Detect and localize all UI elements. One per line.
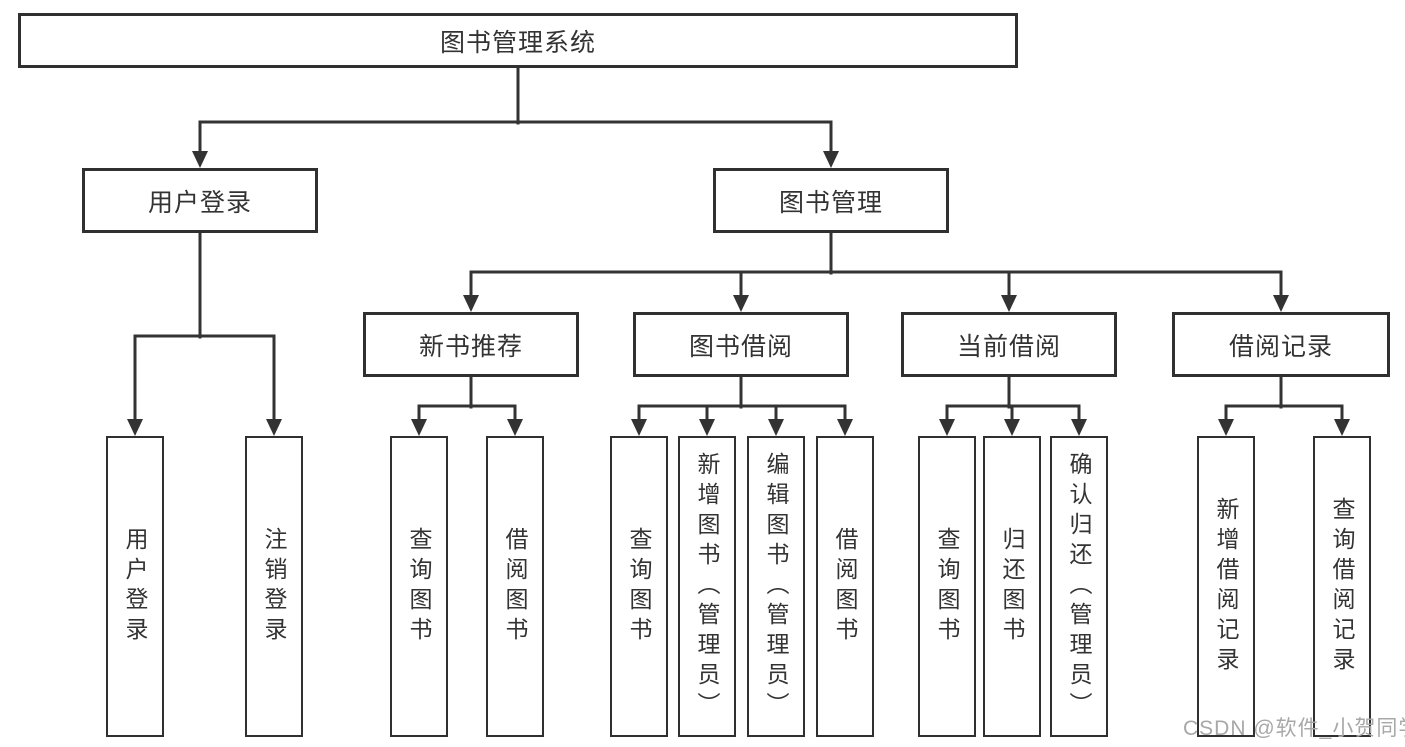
node-edit-book-admin: 编辑图书（管理员） — [747, 436, 805, 737]
node-borrow-books: 借阅图书 — [816, 436, 874, 737]
node-current-borrowing: 当前借阅 — [901, 312, 1117, 377]
node-label: 查询图书 — [626, 526, 652, 647]
node-user-login-branch: 用户登录 — [82, 168, 318, 233]
node-query-borrow-record: 查询借阅记录 — [1313, 436, 1371, 737]
node-label: 用户登录 — [122, 526, 148, 647]
node-label: 新增图书（管理员） — [694, 451, 720, 722]
node-add-book-admin: 新增图书（管理员） — [678, 436, 736, 737]
csdn-watermark: CSDN @软件_小贺同学 — [1183, 717, 1405, 740]
node-label: 归还图书 — [999, 526, 1025, 647]
node-book-borrowing: 图书借阅 — [633, 312, 849, 377]
node-borrow-books-recommend: 借阅图书 — [486, 436, 544, 737]
node-label: 借阅图书 — [502, 526, 528, 647]
node-confirm-return-admin: 确认归还（管理员） — [1050, 436, 1108, 737]
node-label: 注销登录 — [261, 526, 287, 647]
node-add-borrow-record: 新增借阅记录 — [1197, 436, 1255, 737]
node-query-books-borrowing: 查询图书 — [610, 436, 668, 737]
node-return-books: 归还图书 — [983, 436, 1041, 737]
node-label: 查询图书 — [406, 526, 432, 647]
node-label: 编辑图书（管理员） — [763, 451, 789, 722]
node-query-books-current: 查询图书 — [918, 436, 976, 737]
node-logout: 注销登录 — [245, 436, 303, 737]
node-borrowing-records: 借阅记录 — [1172, 312, 1390, 377]
arrowheads — [127, 151, 1350, 436]
node-label: 查询借阅记录 — [1329, 496, 1355, 677]
node-new-book-recommend: 新书推荐 — [363, 312, 579, 377]
node-label: 确认归还（管理员） — [1066, 451, 1092, 722]
node-book-management: 图书管理 — [713, 168, 949, 233]
node-label: 借阅图书 — [832, 526, 858, 647]
node-library-system: 图书管理系统 — [18, 13, 1018, 68]
node-label: 查询图书 — [934, 526, 960, 647]
node-user-login: 用户登录 — [106, 436, 164, 737]
node-label: 新增借阅记录 — [1213, 496, 1239, 677]
node-query-books-recommend: 查询图书 — [390, 436, 448, 737]
